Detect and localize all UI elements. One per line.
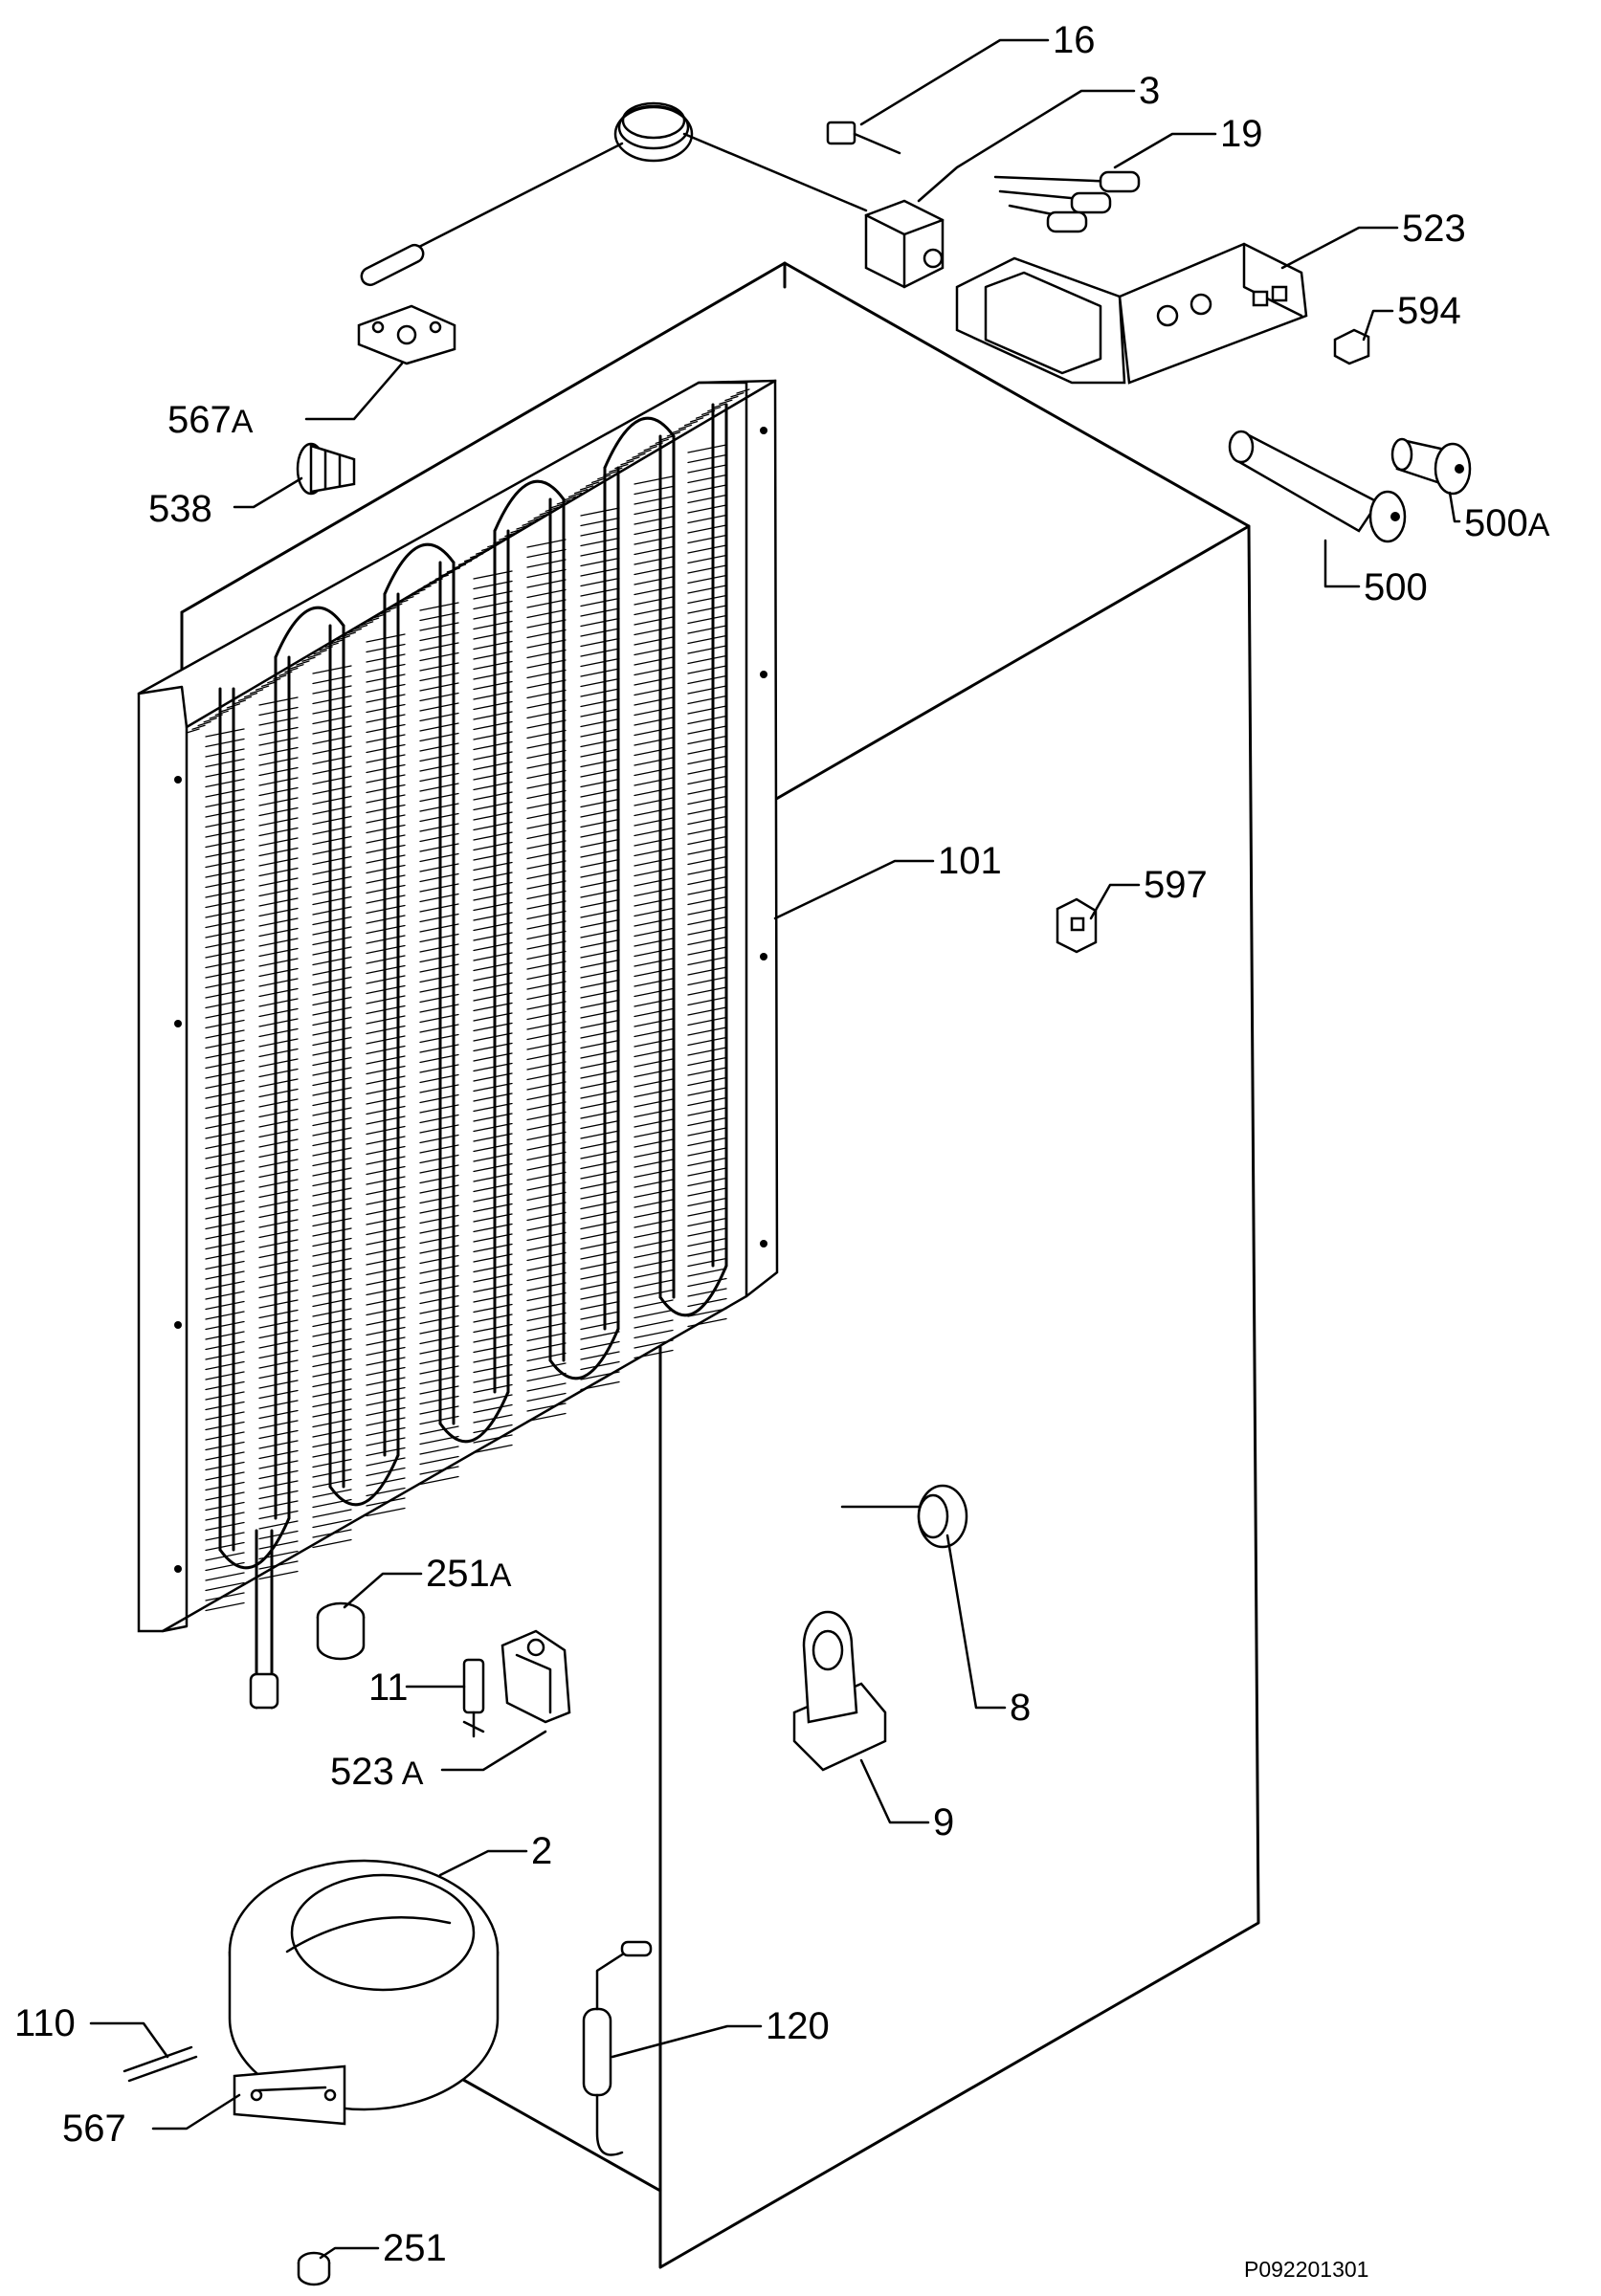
- thermostat: [864, 199, 945, 289]
- control-housing: [955, 242, 1308, 385]
- damper-251a: [316, 1601, 366, 1661]
- clip-567a: [357, 304, 456, 365]
- condenser-tubes: [218, 403, 728, 1570]
- holder-9: [792, 1610, 887, 1772]
- callout-2: 2: [531, 1830, 552, 1872]
- callout-538: 538: [148, 488, 212, 530]
- sensor-8: [840, 1484, 968, 1549]
- callout-594: 594: [1397, 290, 1461, 332]
- callout-523: 523: [1402, 208, 1466, 250]
- callout-19: 19: [1220, 113, 1263, 155]
- cap-594: [1333, 328, 1370, 365]
- callout-500a: 500A: [1464, 502, 1550, 544]
- leader-lines: [89, 38, 1461, 2260]
- callout-567a: 567A: [167, 399, 254, 441]
- clip-597: [1056, 897, 1098, 954]
- thermostat-capillary: [360, 101, 868, 287]
- dryer-120: [582, 1940, 653, 2156]
- callout-9: 9: [933, 1801, 954, 1843]
- callout-16: 16: [1053, 19, 1096, 61]
- wiring-19: [993, 170, 1141, 233]
- connector-16: [826, 121, 901, 155]
- callout-8: 8: [1010, 1687, 1031, 1729]
- condenser: [137, 379, 779, 1710]
- callout-101: 101: [938, 840, 1002, 882]
- callout-500: 500: [1364, 566, 1428, 608]
- callout-110: 110: [14, 2002, 76, 2044]
- drawing-code: P092201301: [1244, 2257, 1368, 2282]
- bracket-523a: [500, 1629, 571, 1724]
- hinge-pin-500: [1228, 430, 1407, 543]
- callout-251a: 251A: [426, 1553, 512, 1595]
- pin-110: [122, 2045, 198, 2083]
- grommet-251: [297, 2251, 331, 2286]
- hinge-pin-500a: [1390, 437, 1472, 496]
- callout-3: 3: [1139, 70, 1160, 112]
- callout-567: 567: [62, 2108, 126, 2150]
- callout-597: 597: [1144, 864, 1208, 906]
- callout-120: 120: [766, 2005, 830, 2047]
- lamp-holder-538: [296, 442, 356, 496]
- compressor: [228, 1859, 500, 2126]
- relay-11: [462, 1658, 485, 1738]
- callout-11: 11: [368, 1667, 409, 1709]
- callout-labels: 16 3 19 523 594 567A 538 500A 500 101 59…: [14, 19, 1550, 2269]
- callout-251: 251: [383, 2227, 447, 2269]
